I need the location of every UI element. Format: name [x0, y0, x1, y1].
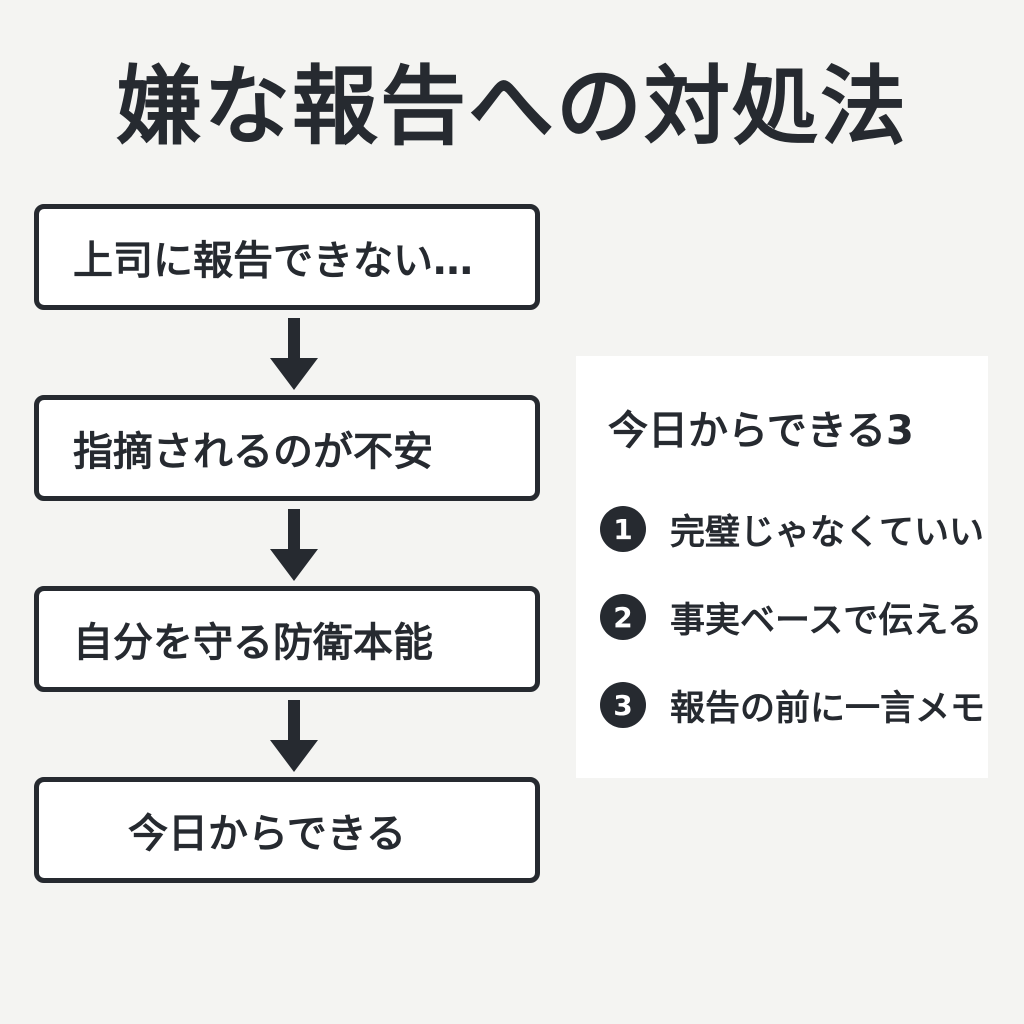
tip-item-2: 2 事実ベースで伝える: [600, 592, 982, 642]
flow-step-label: 上司に報告できない…: [73, 238, 473, 284]
tip-text: 完璧じゃなくていい: [670, 512, 984, 553]
flow-step-1: 上司に報告できない…: [34, 204, 540, 310]
down-arrow-icon: [270, 700, 318, 772]
page-title: 嫌な報告への対処法: [116, 57, 908, 157]
flow-step-4: 今日からできる: [34, 777, 540, 883]
tip-item-1: 1 完璧じゃなくていい: [600, 504, 984, 554]
tips-panel: 今日からできる3 1 完璧じゃなくていい 2 事実ベースで伝える 3 報告の前に…: [576, 356, 988, 778]
tip-text: 事実ベースで伝える: [670, 600, 983, 641]
number-badge: 3: [600, 682, 646, 728]
number-badge: 1: [600, 506, 646, 552]
number-badge: 2: [600, 594, 646, 640]
down-arrow-icon: [270, 318, 318, 390]
tip-item-3: 3 報告の前に一言メモ: [600, 680, 985, 730]
flow-step-label: 自分を守る防衛本能: [73, 620, 433, 666]
tip-text: 報告の前に一言メモ: [670, 688, 986, 729]
flow-step-3: 自分を守る防衛本能: [34, 586, 540, 692]
flow-step-label: 指摘されるのが不安: [73, 429, 433, 475]
tips-heading: 今日からできる3: [608, 408, 914, 454]
down-arrow-icon: [270, 509, 318, 581]
flow-step-label: 今日からできる: [128, 811, 406, 857]
flow-step-2: 指摘されるのが不安: [34, 395, 540, 501]
